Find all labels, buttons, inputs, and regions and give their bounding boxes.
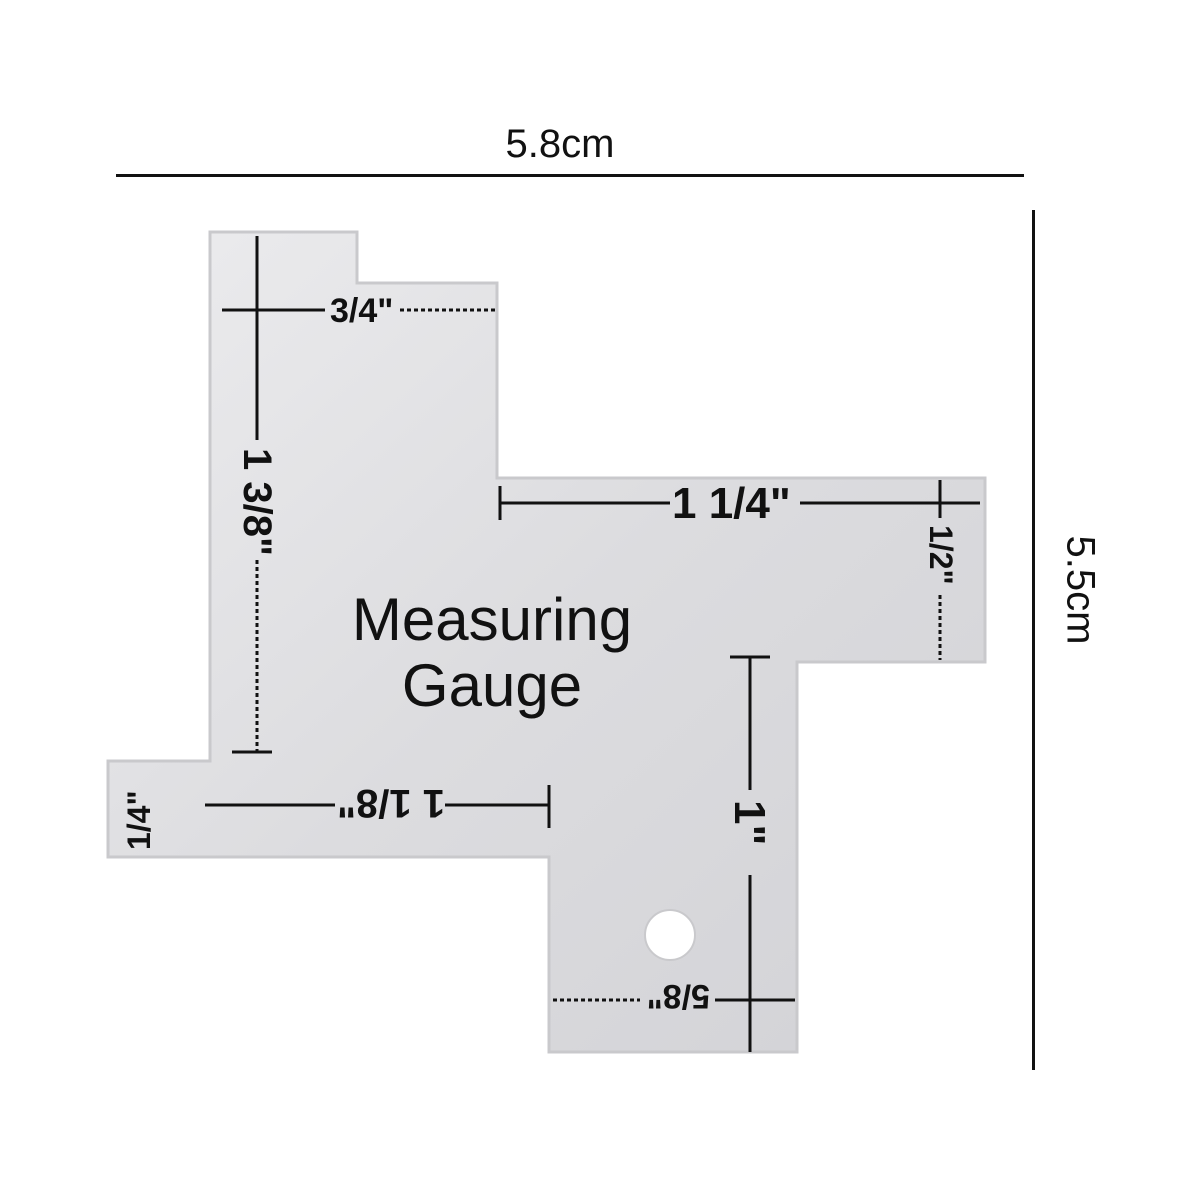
mark-five-eighths: 5/8" (553, 977, 795, 1015)
mark-one-eighth: 1 1/8" (205, 781, 551, 828)
gauge-plate (106, 230, 987, 1054)
mark-one-three-eighths-label: 1 3/8" (235, 448, 279, 556)
mark-one-three-eighths: 1 3/8" (232, 236, 279, 754)
mark-five-eighths-label: 5/8" (647, 977, 710, 1015)
hanging-hole (644, 909, 696, 961)
mark-one-half: 1/2" (923, 525, 959, 660)
width-dimension-label: 5.8cm (505, 122, 615, 166)
gauge-title-line2: Gauge (402, 652, 582, 719)
width-dimension-line (116, 174, 1024, 177)
mark-one-quarter-label: 1/4" (121, 790, 157, 850)
mark-one-quarter-inch-label: 1 1/4" (672, 479, 791, 528)
mark-one-inch-label: 1" (725, 800, 774, 845)
mark-three-quarter-label: 3/4" (330, 292, 393, 330)
mark-one-half-label: 1/2" (923, 525, 959, 585)
height-dimension-line (1032, 210, 1035, 1070)
mark-three-quarter: 3/4" (222, 292, 497, 330)
mark-one-quarter: 1/4" (121, 790, 157, 850)
gauge-title-line1: Measuring (352, 586, 632, 653)
mark-one-quarter-inch: 1 1/4" (498, 479, 980, 528)
mark-one-inch: 1" (725, 655, 774, 1052)
mark-one-eighth-label: 1 1/8" (337, 781, 445, 825)
